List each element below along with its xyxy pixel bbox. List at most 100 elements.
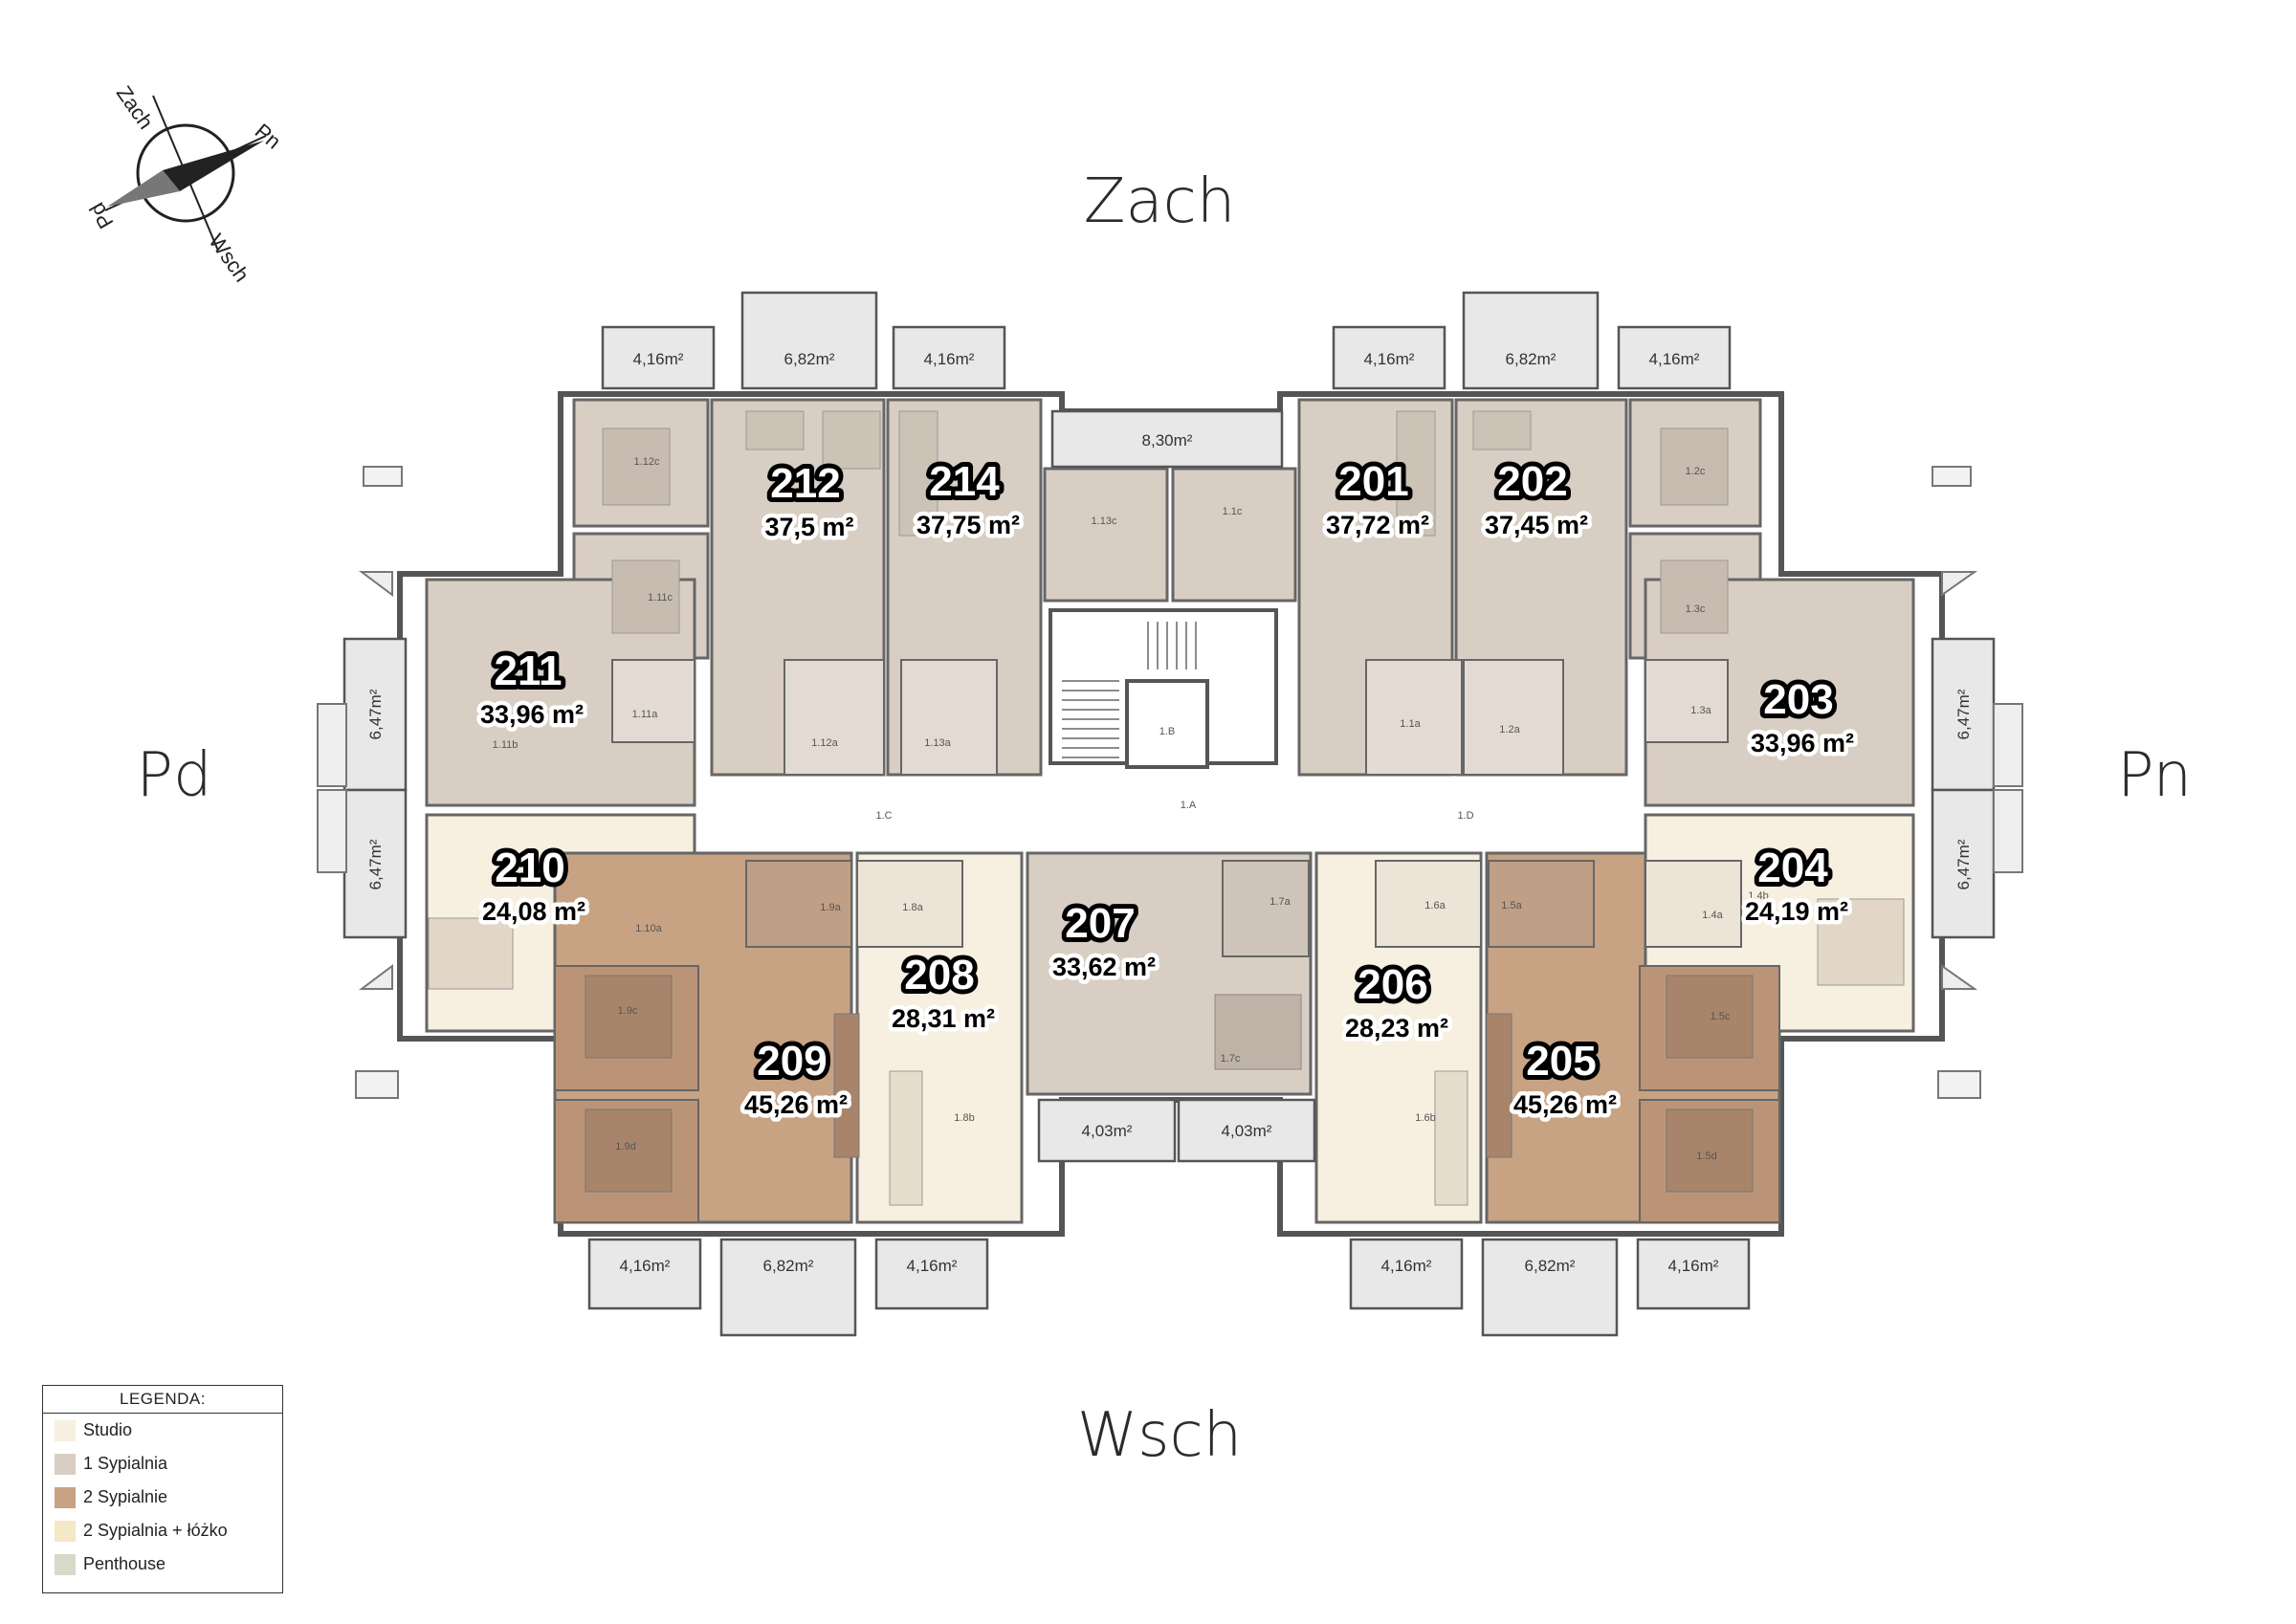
unit-number-204: 204 (1757, 845, 1828, 891)
room-code-1-6a: 1.6a (1424, 900, 1446, 911)
direction-bottom: Wsch (1077, 1400, 1242, 1471)
unit-area-204: 24,19 m² (1745, 897, 1848, 926)
legend-swatch (55, 1419, 76, 1441)
legend-item: 2 Sypialnie (43, 1481, 282, 1514)
unit-area-207: 33,62 m² (1052, 953, 1156, 981)
balcony-area-label: 4,16m² (633, 350, 684, 368)
legend-label: 2 Sypialnia + łóżko (83, 1521, 228, 1540)
balcony-bottom-center-2 (1177, 1098, 1316, 1163)
legend-title: LEGENDA: (43, 1386, 282, 1414)
balcony-area-label: 4,03m² (1222, 1122, 1272, 1140)
legend-label: 1 Sypialnia (83, 1454, 168, 1473)
balcony-area-label: 6,82m² (1525, 1257, 1576, 1275)
direction-top: Zach (1084, 166, 1236, 237)
balcony-area-label: 6,47m² (1954, 689, 1973, 739)
balcony-top-right-1 (1332, 325, 1446, 390)
balcony-bottom-center-1 (1037, 1098, 1177, 1163)
room-code-1-5a: 1.5a (1501, 900, 1522, 911)
unit-number-210: 210 (495, 845, 564, 891)
room-code-1-C: 1.C (875, 810, 892, 822)
room-code-1-D: 1.D (1457, 810, 1473, 822)
unit-area-201: 37,72 m² (1326, 511, 1429, 539)
unit-number-211: 211 (495, 647, 563, 694)
balcony-top-left-3 (892, 325, 1006, 390)
unit-area-212: 37,5 m² (764, 513, 853, 541)
balcony-area-label: 4,16m² (1668, 1257, 1719, 1275)
balcony-labels: 4,16m² 6,82m² 4,16m² 4,16m² 6,82m² 4,16m² 8,30… (366, 350, 1973, 1275)
unit-area-202: 37,45 m² (1485, 511, 1588, 539)
balcony-area-label: 6,47m² (1954, 839, 1973, 889)
room-code-1-8a: 1.8a (902, 902, 923, 913)
legend-item: 2 Sypialnia + łóżko (43, 1514, 282, 1547)
unit-area-210: 24,08 m² (482, 897, 585, 926)
legend: LEGENDA: Studio 1 Sypialnia 2 Sypialnie 2 S… (42, 1385, 283, 1593)
balcony-top-right-3 (1617, 325, 1732, 390)
legend-label: 2 Sypialnie (83, 1487, 168, 1506)
direction-right: Pn (2117, 740, 2192, 811)
zone-202-bedroom (1628, 398, 1762, 528)
unit-area-214: 37,75 m² (916, 511, 1020, 539)
zone-113c (1043, 467, 1169, 603)
balcony-area-label: 4,03m² (1082, 1122, 1133, 1140)
unit-area-206: 28,23 m² (1345, 1014, 1448, 1042)
unit-number-209: 209 (757, 1038, 827, 1085)
room-code-1-6b: 1.6b (1415, 1112, 1435, 1124)
room-code-1-5d: 1.5d (1696, 1151, 1716, 1162)
room-code-1-12c: 1.12c (634, 456, 660, 468)
legend-item: Penthouse (43, 1547, 282, 1581)
unit-number-205: 205 (1526, 1038, 1596, 1085)
unit-number-207: 207 (1065, 900, 1135, 947)
direction-left: Pd (136, 740, 211, 811)
legend-swatch (55, 1520, 76, 1542)
room-code-1-11c: 1.11c (648, 592, 673, 604)
balcony-bottom-right-1 (1349, 1238, 1464, 1310)
room-code-1-9d: 1.9d (615, 1141, 635, 1152)
unit-number-201: 201 (1338, 458, 1408, 505)
elevator (1125, 679, 1209, 769)
balcony-bottom-right-2 (1481, 1238, 1619, 1337)
room-code-1-1a: 1.1a (1400, 718, 1421, 730)
legend-items: Studio 1 Sypialnia 2 Sypialnie 2 Sypialnia … (43, 1414, 282, 1581)
legend-item: 1 Sypialnia (43, 1447, 282, 1481)
balcony-top-right-2 (1462, 291, 1600, 390)
room-code-1-2c: 1.2c (1686, 466, 1706, 477)
room-code-1-4a: 1.4a (1702, 910, 1723, 921)
balcony-right-2 (1931, 788, 1996, 939)
balcony-area-label: 4,16m² (924, 350, 975, 368)
balcony-area-label: 6,82m² (763, 1257, 814, 1275)
unit-number-208: 208 (904, 952, 974, 999)
room-code-1-5c: 1.5c (1711, 1011, 1731, 1022)
balcony-bottom-left-1 (587, 1238, 702, 1310)
legend-swatch (55, 1453, 76, 1475)
room-code-1-9a: 1.9a (820, 902, 841, 913)
balcony-area-label: 4,16m² (907, 1257, 958, 1275)
room-code-1-12a: 1.12a (811, 737, 838, 749)
balcony-area-label: 6,82m² (784, 350, 835, 368)
balcony-top-center (1050, 409, 1284, 469)
unit-area-205: 45,26 m² (1513, 1090, 1617, 1119)
unit-number-214: 214 (929, 458, 1000, 505)
room-code-1-8b: 1.8b (954, 1112, 974, 1124)
balcony-left-2 (342, 788, 408, 939)
room-code-1-9c: 1.9c (618, 1005, 638, 1017)
balcony-bottom-left-3 (874, 1238, 989, 1310)
room-code-1-13a: 1.13a (924, 737, 951, 749)
legend-swatch (55, 1486, 76, 1508)
unit-number-202: 202 (1497, 458, 1567, 505)
balconies (342, 291, 1996, 1337)
balcony-area-label: 6,47m² (366, 689, 385, 739)
legend-label: Studio (83, 1420, 133, 1439)
room-code-1-2a: 1.2a (1499, 724, 1520, 735)
balcony-area-label: 8,30m² (1142, 431, 1193, 450)
unit-area-208: 28,31 m² (892, 1004, 995, 1033)
balcony-area-label: 6,82m² (1506, 350, 1556, 368)
room-code-1-10a: 1.10a (635, 923, 662, 934)
legend-item: Studio (43, 1414, 282, 1447)
balcony-area-label: 4,16m² (620, 1257, 671, 1275)
room-code-1-3a: 1.3a (1690, 705, 1711, 716)
room-code-1-13c: 1.13c (1092, 516, 1117, 527)
room-code-1-3c: 1.3c (1686, 604, 1706, 615)
unit-area-209: 45,26 m² (744, 1090, 848, 1119)
